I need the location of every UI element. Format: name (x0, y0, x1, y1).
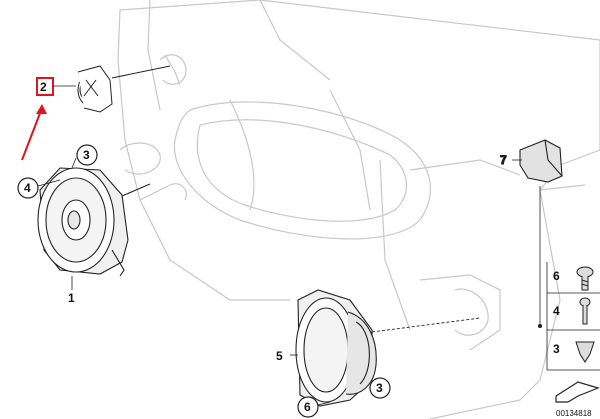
screw-icon (576, 266, 594, 291)
callout-cover: 7 (500, 153, 507, 167)
woofer-front-part (37, 157, 151, 290)
callout-group-woofer: 3 4 1 (17, 144, 98, 305)
speaker-rear-part (290, 289, 481, 407)
door-panel-outline (117, 0, 600, 419)
fastener-legend: 6 4 3 00134818 (546, 262, 600, 418)
bracket-icon (555, 381, 600, 403)
clip-nut-icon (575, 341, 595, 363)
callout-speaker-rear-ring: 6 (304, 400, 311, 414)
callout-speaker-rear: 5 (276, 349, 283, 363)
callout-speaker-rear-clip: 3 (376, 381, 383, 395)
tweeter-highlight: 2 (21, 77, 76, 161)
callout-group-rear: 5 3 6 (276, 349, 391, 418)
callout-woofer-clip: 3 (83, 148, 90, 162)
callout-tweeter: 2 (40, 80, 47, 94)
legend-number-0: 6 (553, 269, 560, 283)
diagram-id: 00134818 (556, 409, 592, 418)
callout-woofer-front: 1 (68, 291, 75, 305)
legend-number-2: 3 (553, 342, 560, 356)
tweeter-part (77, 65, 171, 113)
legend-number-1: 4 (553, 304, 560, 318)
callout-woofer-ring: 4 (24, 181, 31, 195)
cover-part: 7 (499, 139, 563, 329)
bolt-icon (579, 297, 591, 325)
